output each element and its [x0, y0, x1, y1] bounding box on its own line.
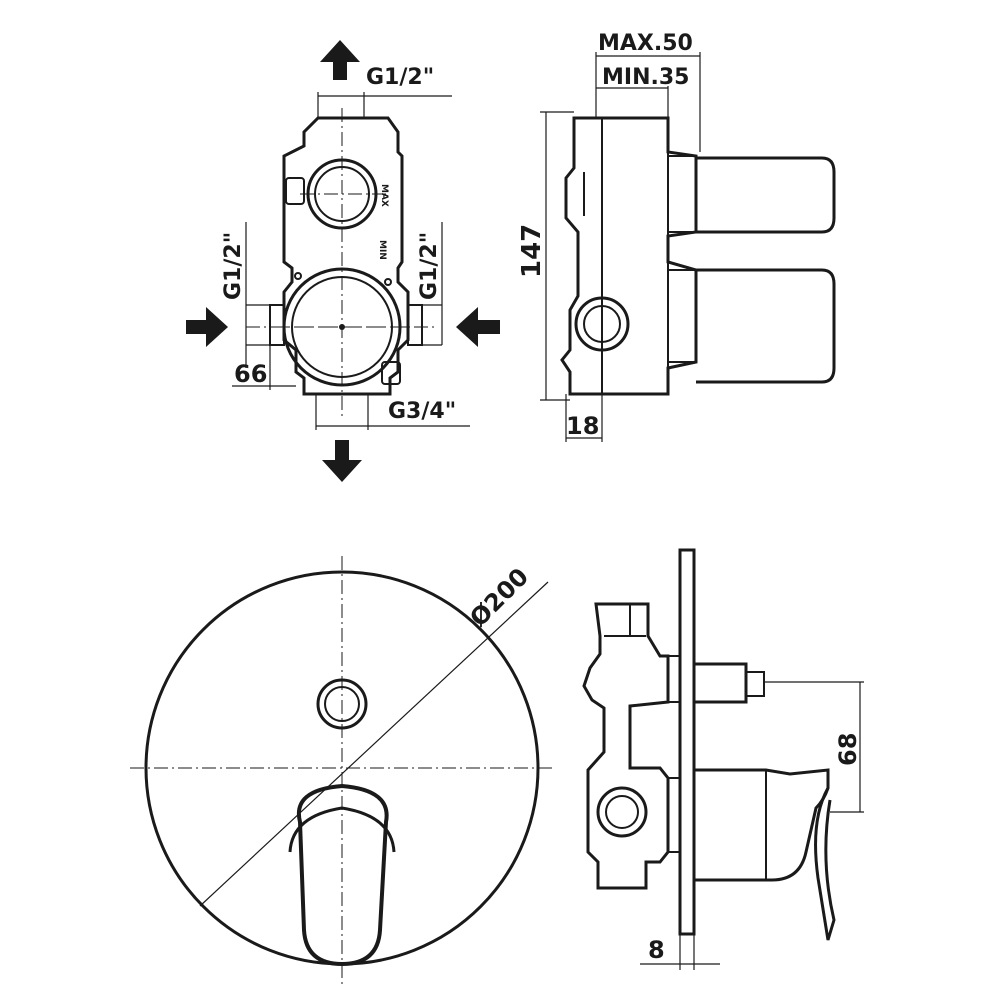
arrow-right-icon — [186, 307, 228, 347]
mark-max: MAX — [379, 184, 389, 207]
valve-body-outline — [282, 116, 410, 396]
right-inlet-label: G1/2" — [417, 232, 442, 300]
assembly-lever — [694, 768, 830, 882]
cover-plate-front-view: Ø200 — [130, 556, 556, 988]
side-handle-top — [696, 156, 836, 234]
plate-thickness-label: 8 — [648, 936, 665, 964]
body-width-label: 66 — [234, 360, 267, 388]
arrow-down-icon — [322, 440, 362, 482]
wall-offset-label: 18 — [566, 412, 599, 440]
side-body-outline — [560, 116, 698, 396]
valve-body-front-view: MAX MIN G1/2" G1/2" G1/2" 66 G3/4" — [186, 40, 500, 482]
valve-body-side-view: 147 MAX.50 MIN.35 18 — [517, 31, 836, 442]
top-inlet-label: G1/2" — [366, 65, 434, 90]
side-handle-bottom — [696, 268, 836, 384]
mark-min: MIN — [377, 240, 387, 260]
lever-handle — [296, 783, 389, 967]
handle-projection-label: 68 — [834, 733, 862, 766]
side-inlet-circle — [574, 296, 630, 352]
outlet-label: G3/4" — [388, 399, 456, 424]
depth-max-label: MAX.50 — [598, 31, 693, 56]
depth-min-label: MIN.35 — [602, 65, 689, 90]
diverter-stem — [692, 662, 748, 704]
left-inlet-label: G1/2" — [221, 232, 246, 300]
cover-diameter-label: Ø200 — [464, 563, 534, 633]
arrow-up-icon — [320, 40, 360, 80]
height-label: 147 — [517, 224, 547, 278]
assembly-side-view: 68 8 — [582, 548, 864, 970]
diverter-button — [316, 678, 368, 730]
cover-plate-edge — [678, 548, 696, 936]
assembly-body-outline — [582, 602, 670, 890]
arrow-left-icon — [456, 307, 500, 347]
